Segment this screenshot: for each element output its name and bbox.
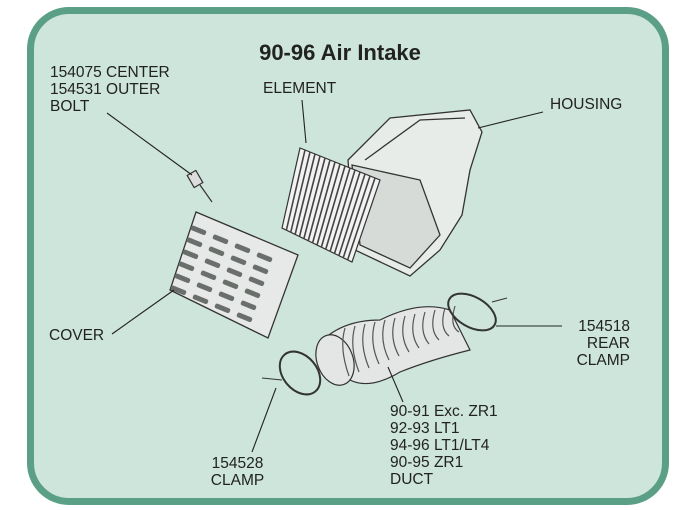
duct-application-4: 90-95 ZR1 (390, 454, 464, 471)
cover-slot (256, 252, 273, 263)
duct-part (315, 305, 471, 386)
duct-rib (392, 317, 400, 357)
pleat (285, 149, 306, 231)
pleat (346, 177, 376, 261)
clamp-name: CLAMP (210, 472, 265, 489)
clamp-part-number: 154528 (211, 455, 264, 472)
rear-clamp-name-2: CLAMP (576, 352, 630, 369)
rear-clamp-part-number: 154518 (578, 318, 630, 335)
duct-rib (402, 315, 410, 353)
element-label: ELEMENT (263, 80, 336, 97)
pleat (303, 157, 326, 239)
cover-slot (182, 249, 199, 260)
housing-name: HOUSING (550, 96, 623, 113)
cover-slot (244, 288, 261, 299)
cover-slot (208, 246, 225, 257)
pleat (320, 165, 346, 248)
duct-rib (352, 325, 360, 373)
pleat (294, 153, 316, 235)
cover-slot (190, 225, 207, 236)
duct-rib (432, 309, 440, 341)
bolt-label: 154075 CENTER 154531 OUTER BOLT (50, 64, 170, 115)
cover-slot (236, 312, 253, 323)
cover-slot (218, 291, 235, 302)
cover-slot (222, 279, 239, 290)
cover-slot (170, 285, 187, 296)
duct-rib (442, 307, 450, 337)
pleat (329, 169, 356, 252)
pleat (307, 159, 331, 241)
cover-slot (178, 261, 195, 272)
cover-slot (200, 270, 217, 281)
duct-name: DUCT (390, 471, 434, 488)
cover-slot (226, 267, 243, 278)
duct-application-2: 92-93 LT1 (390, 420, 460, 437)
cover-part (169, 211, 299, 339)
pleat (289, 151, 311, 233)
cover-slot (248, 276, 265, 287)
cover-name: COVER (49, 327, 105, 344)
cover-slot (192, 294, 209, 305)
pleat (333, 171, 361, 254)
leader-lines (106, 99, 562, 453)
housing-label: HOUSING (550, 96, 622, 113)
diagram-title: 90-96 Air Intake (259, 40, 421, 65)
pleat (338, 173, 366, 256)
cover-slot (230, 255, 247, 266)
rear-clamp-name-1: REAR (586, 335, 630, 352)
clamp-part (261, 350, 322, 396)
duct-application-1: 90-91 Exc. ZR1 (390, 403, 498, 420)
bolt-part (186, 169, 213, 203)
pleat (316, 163, 341, 246)
bolt-part-number-outer: 154531 OUTER (50, 81, 161, 98)
clamp-label: 154528 CLAMP (200, 455, 275, 489)
duct-rib (382, 319, 390, 361)
pleat (324, 167, 351, 250)
cover-slot (212, 234, 229, 245)
duct-rib (452, 305, 460, 333)
cover-slot (196, 282, 213, 293)
cover-slot (204, 258, 221, 269)
rear-clamp-label: 154518 REAR CLAMP (560, 318, 630, 369)
duct-rib (412, 313, 420, 349)
element-part (281, 147, 381, 263)
cover-slot (214, 303, 231, 314)
cover-slot (234, 243, 251, 254)
pleat (311, 161, 336, 244)
element-name: ELEMENT (263, 80, 337, 97)
duct-rib (362, 323, 370, 369)
duct-rib (342, 327, 350, 377)
bolt-name: BOLT (50, 98, 90, 115)
duct-label: 90-91 Exc. ZR1 92-93 LT1 94-96 LT1/LT4 9… (390, 403, 498, 488)
pleat (342, 175, 371, 258)
duct-rib (422, 311, 430, 345)
cover-slot (186, 237, 203, 248)
cover-slot (252, 264, 269, 275)
cover-slot (240, 300, 257, 311)
cover-label: COVER (49, 327, 104, 344)
pleat (298, 155, 321, 237)
bolt-part-number-center: 154075 CENTER (50, 64, 170, 81)
duct-application-3: 94-96 LT1/LT4 (390, 437, 490, 454)
duct-rib (372, 321, 380, 365)
cover-slot (174, 273, 191, 284)
rear-clamp-part (447, 292, 508, 332)
